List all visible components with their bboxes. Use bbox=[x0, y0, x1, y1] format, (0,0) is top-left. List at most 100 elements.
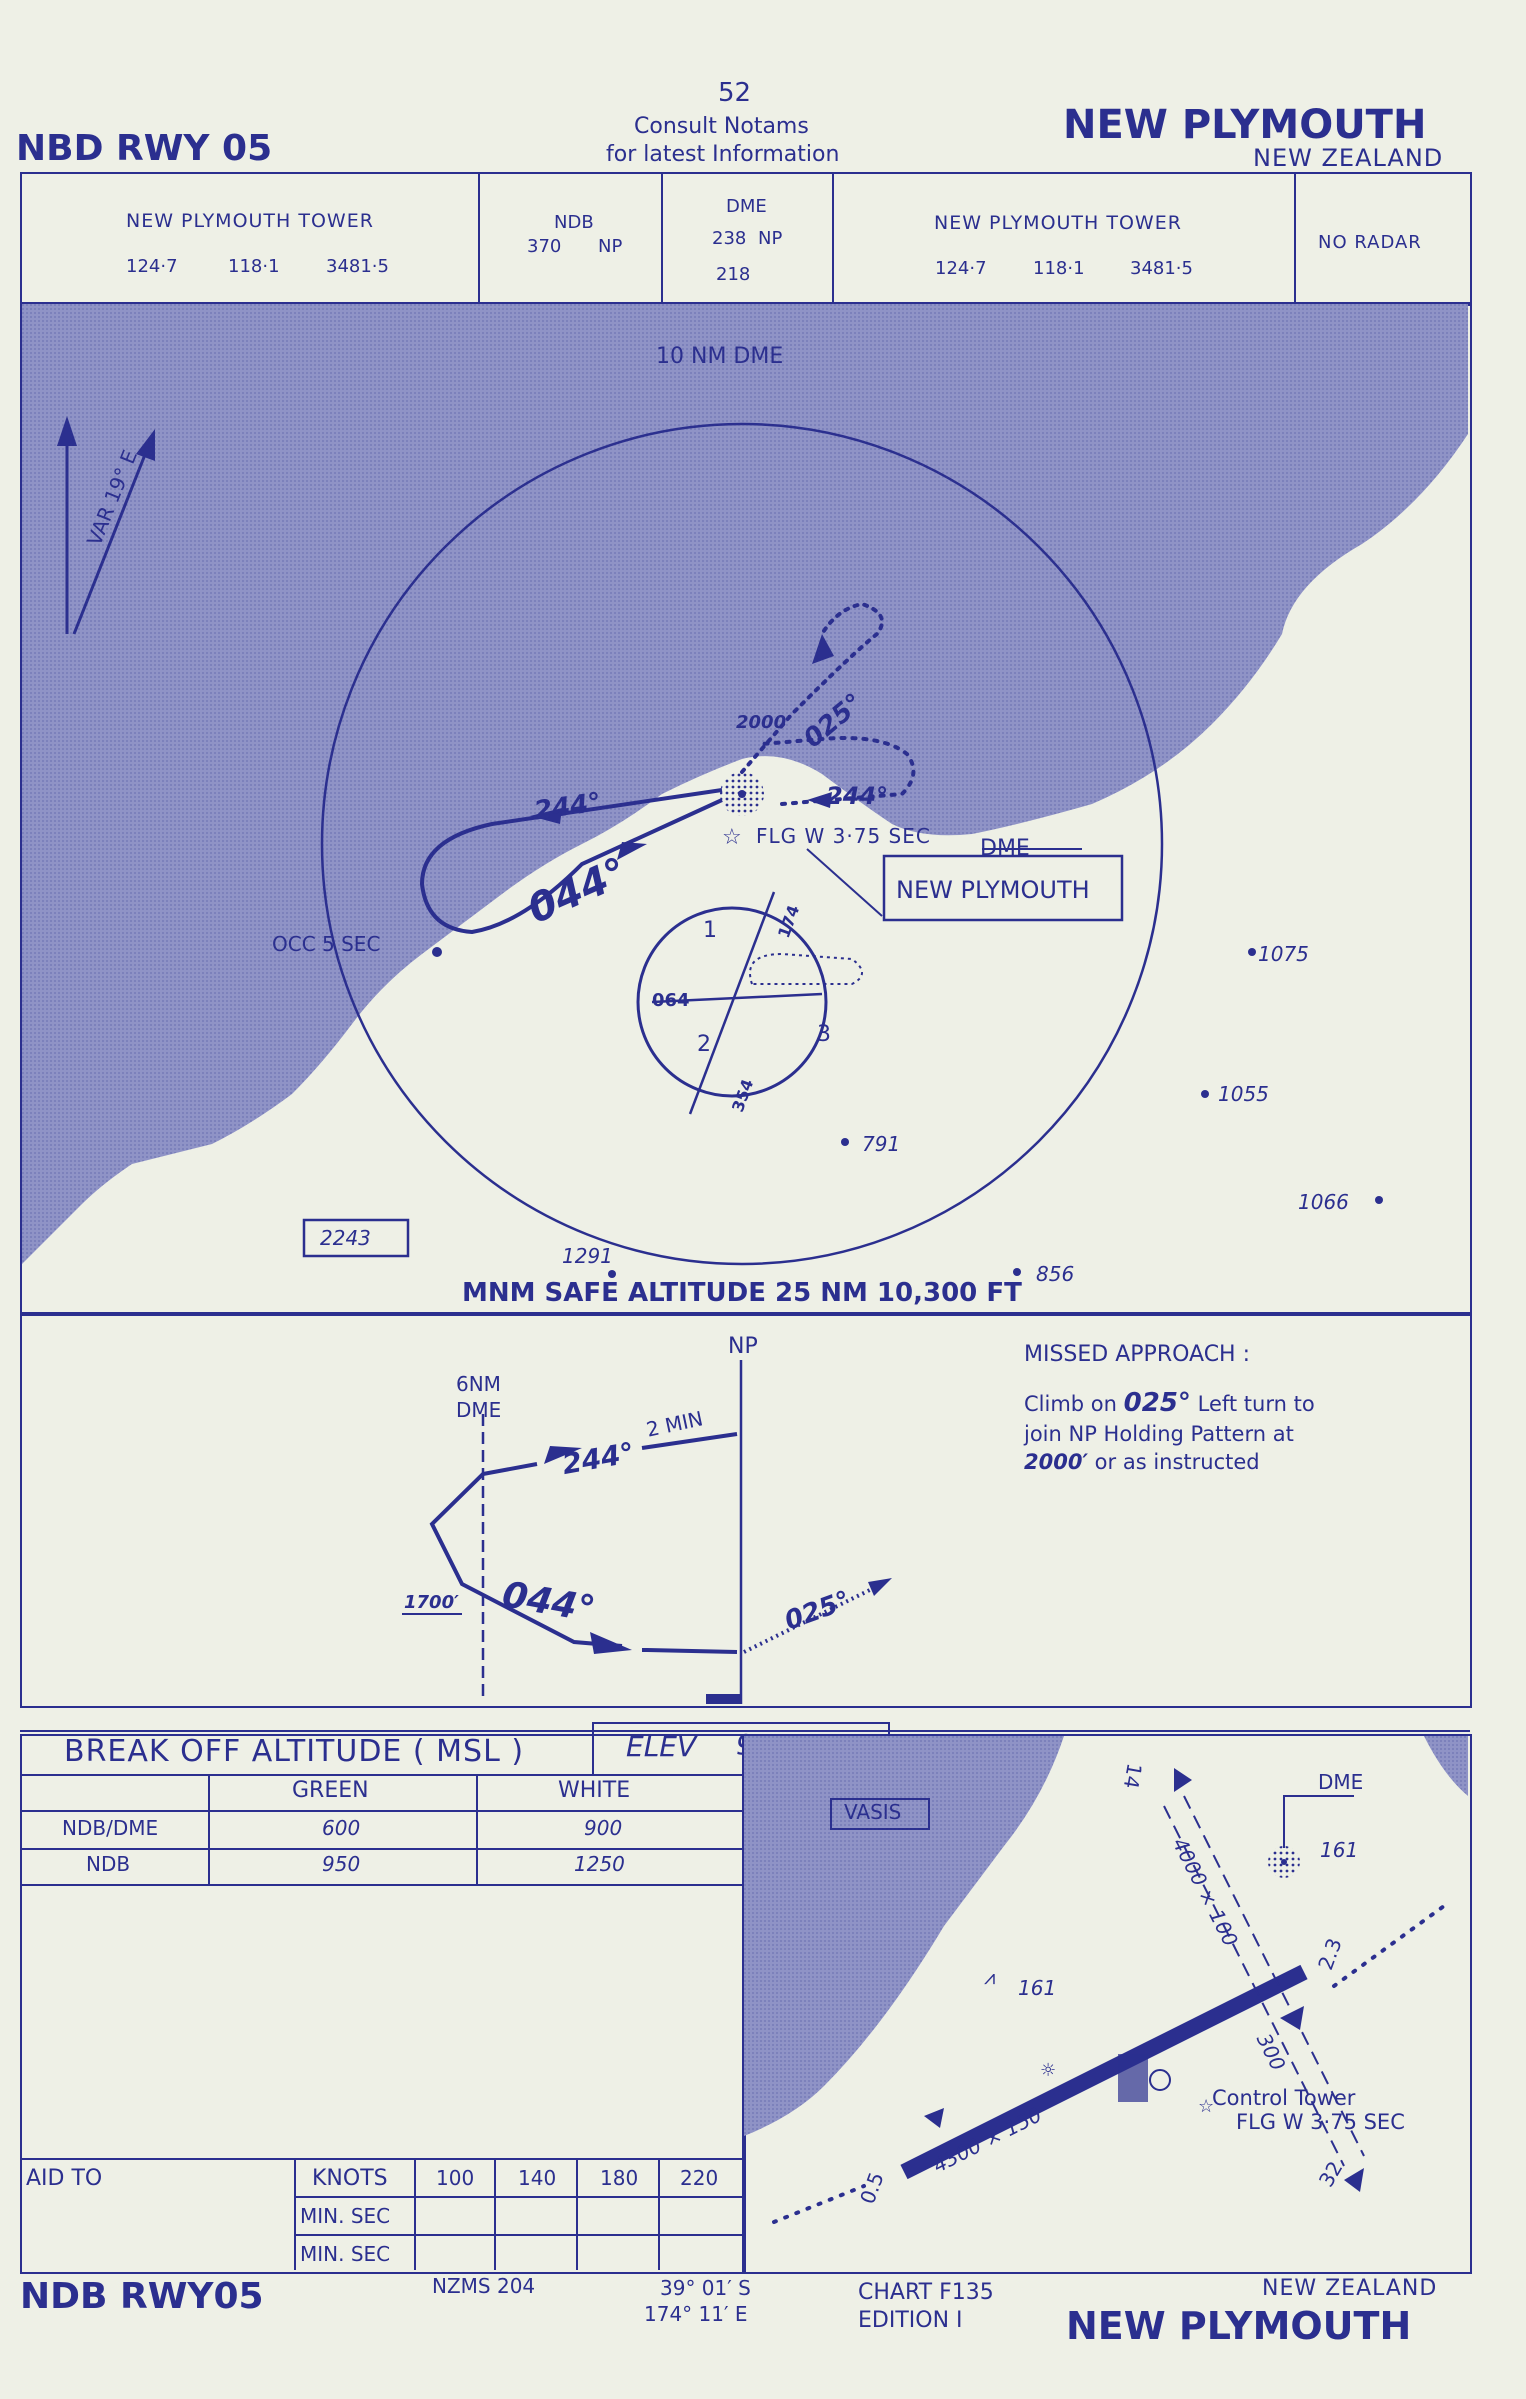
row-white-ndb: 1250 bbox=[574, 1852, 625, 1876]
speed-100: 100 bbox=[436, 2166, 475, 2190]
lighthouse-label: OCC 5 SEC bbox=[272, 932, 381, 956]
tower-right-freq-1: 124·7 bbox=[935, 258, 987, 279]
comms-divider bbox=[661, 172, 663, 304]
spot-height-791: 791 bbox=[862, 1132, 901, 1156]
timing-grid-col bbox=[576, 2158, 578, 2270]
country-title: NEW ZEALAND bbox=[1253, 144, 1444, 172]
profile-view bbox=[402, 1360, 892, 1704]
entry-heading-064: 064 bbox=[652, 990, 690, 1011]
entry-sector-1: 1 bbox=[703, 918, 717, 943]
missed-heading: 025° bbox=[1123, 1388, 1191, 1418]
row-green-ndb-dme: 600 bbox=[322, 1816, 361, 1840]
speed-180: 180 bbox=[600, 2166, 639, 2190]
ndb-frequency: 370 bbox=[527, 236, 562, 257]
profile-np-label: NP bbox=[728, 1334, 758, 1359]
comms-divider bbox=[1294, 172, 1296, 304]
timing-grid-col bbox=[658, 2158, 660, 2270]
dme-ident: NP bbox=[758, 228, 783, 249]
tower-right-freq-3: 3481·5 bbox=[1130, 258, 1193, 279]
missed-approach-title: MISSED APPROACH : bbox=[1024, 1342, 1251, 1367]
control-tower-light: FLG W 3·75 SEC bbox=[1236, 2110, 1405, 2134]
tower-right-label: NEW PLYMOUTH TOWER bbox=[934, 212, 1182, 234]
dme-channel: 238 bbox=[712, 228, 747, 249]
notice-line-2: for latest Information bbox=[606, 142, 840, 167]
plan-view: ☆ bbox=[22, 304, 1468, 1278]
spot-height-856: 856 bbox=[1036, 1262, 1075, 1286]
entry-sector-3: 3 bbox=[817, 1022, 831, 1047]
footer-country: NEW ZEALAND bbox=[1262, 2276, 1438, 2301]
minima-title: BREAK OFF ALTITUDE ( MSL ) bbox=[64, 1734, 525, 1769]
tower-left-freq-1: 124·7 bbox=[126, 256, 178, 277]
hold-inbound-label: 244° bbox=[826, 782, 889, 810]
col-green: GREEN bbox=[292, 1778, 369, 1803]
aerodrome-chart: ☼ ☆ ⩘ bbox=[744, 1736, 1468, 2224]
footer-longitude: 174° 11′ E bbox=[644, 2302, 748, 2326]
radar-status: NO RADAR bbox=[1318, 232, 1422, 253]
runway-05-23 bbox=[900, 1964, 1308, 2180]
timing-grid-col bbox=[294, 2158, 296, 2270]
page-number: 52 bbox=[718, 78, 752, 108]
hold-altitude-label: 2000′ bbox=[736, 712, 791, 733]
timing-grid-line bbox=[294, 2196, 742, 2198]
holding-pattern bbox=[760, 736, 916, 806]
footer-procedure: NDB RWY05 bbox=[20, 2276, 264, 2317]
runway-14: 14 bbox=[1118, 1761, 1147, 1791]
missed-text: or as instructed bbox=[1094, 1450, 1260, 1474]
tower-right-freq-2: 118·1 bbox=[1033, 258, 1085, 279]
lighthouse bbox=[432, 947, 442, 957]
comms-divider bbox=[832, 172, 834, 304]
timing-grid-col bbox=[494, 2158, 496, 2270]
ndb-ident: NP bbox=[598, 236, 623, 257]
minima-grid-line bbox=[20, 1810, 742, 1812]
dme-name-box bbox=[882, 854, 1124, 922]
airport-title: NEW PLYMOUTH bbox=[1063, 102, 1427, 148]
mast-elevation: 161 bbox=[1018, 1976, 1057, 2000]
col-white: WHITE bbox=[558, 1778, 631, 1803]
inbound-arrow bbox=[617, 842, 647, 860]
missed-approach-track bbox=[740, 601, 884, 774]
svg-text:⩘: ⩘ bbox=[984, 1965, 995, 1989]
profile-view-frame bbox=[20, 1312, 1472, 1708]
row-green-ndb: 950 bbox=[322, 1852, 361, 1876]
minimum-safe-altitude: MNM SAFE ALTITUDE 25 NM 10,300 FT bbox=[462, 1278, 1022, 1308]
outbound-arrow bbox=[530, 808, 562, 824]
comms-divider bbox=[478, 172, 480, 304]
footer-nzms: NZMS 204 bbox=[432, 2274, 536, 2298]
dme-box-name: NEW PLYMOUTH bbox=[896, 876, 1090, 904]
lower-left-frame bbox=[20, 1734, 746, 2274]
elevation-label: ELEV bbox=[626, 1730, 697, 1763]
missed-text: Climb on bbox=[1024, 1392, 1117, 1416]
footer-chart: CHART F135 bbox=[858, 2280, 994, 2305]
row-white-ndb-dme: 900 bbox=[584, 1816, 623, 1840]
control-tower-label: Control Tower bbox=[1212, 2086, 1356, 2110]
min-sec-row-2: MIN. SEC bbox=[300, 2242, 391, 2266]
spot-height-1055: 1055 bbox=[1218, 1082, 1269, 1106]
timing-grid-col bbox=[414, 2158, 416, 2270]
knots-label: KNOTS bbox=[312, 2166, 388, 2191]
footer-latitude: 39° 01′ S bbox=[660, 2276, 751, 2300]
row-aid-ndb-dme: NDB/DME bbox=[62, 1816, 159, 1840]
procedure-track bbox=[419, 788, 723, 935]
minima-grid-line bbox=[20, 1848, 742, 1850]
dme-box-label: DME bbox=[980, 836, 1030, 861]
minima-grid-line bbox=[20, 1884, 742, 1886]
entry-diagram bbox=[636, 906, 828, 1098]
aerodrome-dme-label: DME bbox=[1318, 1770, 1364, 1794]
dme-frequency: 218 bbox=[716, 264, 751, 285]
minima-top-rule bbox=[20, 1730, 1470, 1732]
missed-approach-line-1: Climb on 025° Left turn to bbox=[1024, 1388, 1315, 1418]
missed-altitude: 2000′ bbox=[1024, 1450, 1088, 1474]
speed-140: 140 bbox=[518, 2166, 557, 2190]
speed-220: 220 bbox=[680, 2166, 719, 2190]
ndb-label: NDB bbox=[554, 212, 594, 233]
aerodrome-frame bbox=[742, 1734, 1472, 2274]
spot-height-1075: 1075 bbox=[1258, 942, 1309, 966]
magnetic-north-arrow bbox=[136, 429, 155, 461]
missed-approach-line-3: 2000′ or as instructed bbox=[1024, 1450, 1260, 1474]
svg-text:☆: ☆ bbox=[1198, 2096, 1214, 2117]
profile-altitude: 1700′ bbox=[404, 1592, 459, 1613]
land-mass bbox=[22, 304, 1468, 1264]
tower-left-label: NEW PLYMOUTH TOWER bbox=[126, 210, 374, 232]
aerodrome-dme-elev: 161 bbox=[1320, 1838, 1359, 1862]
tower-left-freq-2: 118·1 bbox=[228, 256, 280, 277]
